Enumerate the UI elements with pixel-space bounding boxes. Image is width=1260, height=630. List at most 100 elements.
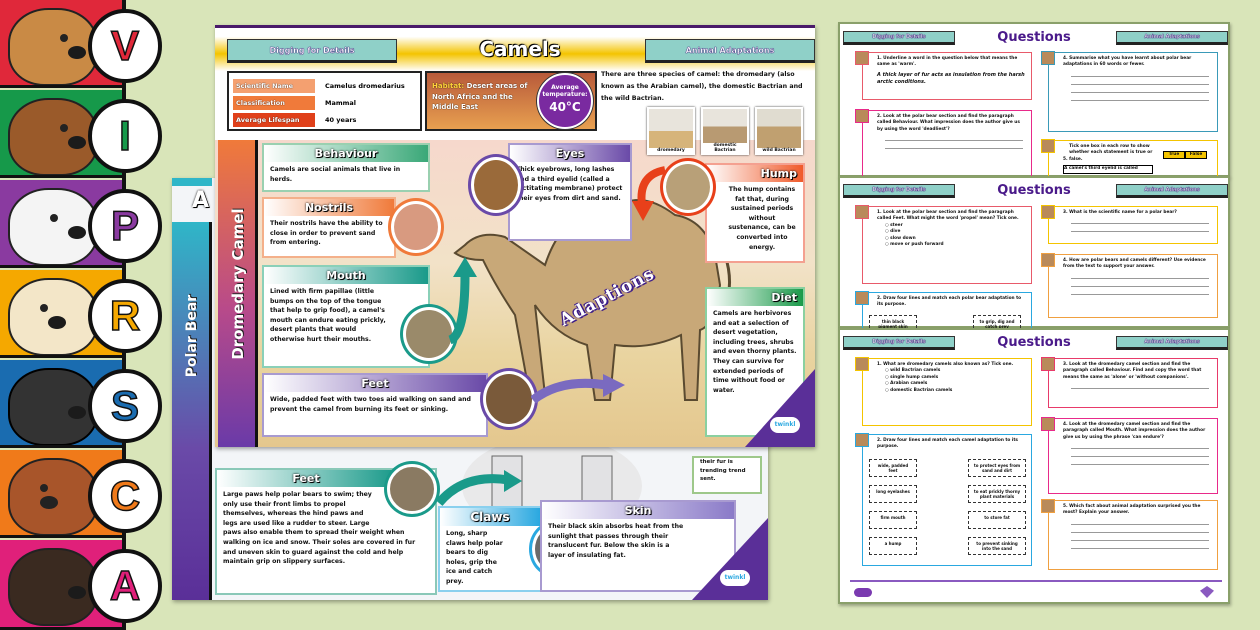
behaviour-text: Camels are social animals that live in h… bbox=[270, 166, 401, 183]
question-sheet-2: Digging for Details Questions Animal Ada… bbox=[838, 176, 1230, 333]
camel-photo: dromedary bbox=[647, 107, 695, 155]
question-sheet-3: Digging for Details Questions Animal Ada… bbox=[838, 328, 1230, 604]
feet-text: Wide, padded feet with two toes aid walk… bbox=[270, 396, 471, 413]
vipers-letter: V bbox=[88, 9, 162, 83]
vipers-letter: S bbox=[88, 369, 162, 443]
hump-text: The hump contains fat that, during susta… bbox=[728, 186, 796, 251]
vipers-letter: I bbox=[88, 99, 162, 173]
option[interactable]: dive bbox=[885, 229, 1027, 235]
question-2: 2. Draw four lines and match each polar … bbox=[855, 291, 1032, 333]
match-box: to protect eyes from sand and dirt bbox=[968, 459, 1026, 477]
option[interactable]: Arabian camels bbox=[885, 381, 1027, 387]
option[interactable]: steer bbox=[885, 223, 1027, 229]
digging-for-details-tab: Digging for Details bbox=[843, 31, 955, 45]
polar-side-title: Polar Bear bbox=[184, 294, 200, 378]
match-box: a hump bbox=[869, 537, 917, 555]
behaviour-heading: Behaviour bbox=[264, 145, 428, 162]
polar-claws-box: Claws Long, sharp claws help polar bears… bbox=[438, 506, 542, 592]
hump-heading: Hump bbox=[707, 165, 803, 182]
feet-heading: Feet bbox=[217, 470, 395, 487]
question-5: 5. Tick one box in each row to show whet… bbox=[1041, 139, 1218, 178]
match-box: firm mouth bbox=[869, 511, 917, 529]
fact-label: Scientific Name bbox=[233, 78, 315, 93]
option[interactable]: move or push forward bbox=[885, 242, 1027, 248]
match-box: long eyelashes bbox=[869, 485, 917, 503]
nostrils-photo bbox=[391, 201, 441, 253]
question-4: 4. Summarise what you have learnt about … bbox=[1041, 51, 1218, 132]
hump-box: Hump The hump contains fat that, during … bbox=[705, 163, 805, 263]
dog-illustration bbox=[8, 548, 98, 626]
photo-caption: domestic Bactrian bbox=[703, 143, 747, 153]
question-1: 1. Look at the polar bear section and fi… bbox=[855, 205, 1032, 284]
question-3: 3. What is the scientific name for a pol… bbox=[1041, 205, 1218, 244]
question-3: 3. Look at the dromedary camel section a… bbox=[1041, 357, 1218, 408]
habitat-label: Habitat: bbox=[432, 82, 465, 90]
eyes-box: Eyes Thick eyebrows, long lashes and a t… bbox=[508, 143, 632, 241]
match-box: to store fat bbox=[968, 511, 1026, 529]
eyes-text: Thick eyebrows, long lashes and a third … bbox=[516, 166, 623, 202]
option[interactable]: domestic Bactrian camels bbox=[885, 388, 1027, 394]
dog-illustration bbox=[8, 278, 98, 355]
question-1: 1. What are dromedary camels also known … bbox=[855, 357, 1032, 426]
polar-feet-box: Feet Large paws help polar bears to swim… bbox=[215, 468, 437, 595]
temp-label: Average temperature: bbox=[542, 84, 588, 98]
diet-heading: Diet bbox=[707, 289, 803, 306]
polar-header-strip bbox=[172, 178, 212, 186]
match-box: wide, padded feet bbox=[869, 459, 917, 477]
match-box: to prevent sinking into the sand bbox=[968, 537, 1026, 555]
mouth-box: Mouth Lined with firm papillae (little b… bbox=[262, 265, 430, 368]
feet-box: Feet Wide, padded feet with two toes aid… bbox=[262, 373, 488, 437]
dog-illustration bbox=[8, 98, 98, 175]
camel-intro: There are three species of camel: the dr… bbox=[601, 71, 803, 102]
option[interactable]: slow down bbox=[885, 236, 1027, 242]
teal-arrow-icon bbox=[447, 257, 477, 345]
animal-adaptations-tab: Animal Adaptations bbox=[1116, 184, 1228, 198]
eyes-photo bbox=[471, 157, 521, 213]
true-column: True bbox=[1163, 151, 1185, 160]
eyes-heading: Eyes bbox=[510, 145, 630, 162]
claws-text: Long, sharp claws help polar bears to di… bbox=[446, 530, 503, 586]
camel-side-bar: Dromedary Camel bbox=[218, 140, 258, 447]
option[interactable]: single hump camels bbox=[885, 375, 1027, 381]
option[interactable]: wild Bactrian camels bbox=[885, 368, 1027, 374]
question-4: 4. How are polar bears and camels differ… bbox=[1041, 253, 1218, 318]
claws-heading: Claws bbox=[440, 508, 540, 526]
polar-skin-box: Skin Their black skin absorbs heat from … bbox=[540, 500, 736, 592]
fact-value: 40 years bbox=[325, 115, 357, 124]
feet-text: Large paws help polar bears to swim; the… bbox=[223, 491, 416, 566]
polar-title: A bbox=[192, 188, 210, 213]
temperature-badge: Average temperature: 40°C bbox=[537, 73, 593, 129]
mouth-photo bbox=[403, 307, 455, 361]
nostrils-text: Their nostrils have the ability to close… bbox=[270, 220, 383, 247]
polar-partial-box: their fur is trending trend sent. bbox=[692, 456, 762, 494]
mouth-heading: Mouth bbox=[264, 267, 428, 284]
skin-text: Their black skin absorbs heat from the s… bbox=[548, 523, 684, 559]
paw-photo bbox=[387, 464, 437, 514]
habitat-text: Desert areas of North Africa and the Mid… bbox=[432, 82, 528, 111]
question-2: 2. Look at the polar bear section and fi… bbox=[855, 109, 1032, 178]
nostrils-heading: Nostrils bbox=[264, 199, 394, 216]
purple-arrow-icon bbox=[531, 374, 625, 404]
vipers-letter: P bbox=[88, 189, 162, 263]
corner-triangle bbox=[745, 369, 815, 447]
dog-illustration bbox=[8, 188, 98, 265]
animal-adaptations-tab: Animal Adaptations bbox=[1116, 336, 1228, 350]
twinkl-logo: twinkl bbox=[720, 570, 750, 586]
dog-illustration bbox=[8, 8, 98, 85]
fact-value: Mammal bbox=[325, 98, 357, 107]
hump-photo bbox=[663, 161, 713, 213]
dog-illustration bbox=[8, 458, 98, 535]
orange-arrow-icon bbox=[632, 166, 666, 221]
questions-title: Questions bbox=[997, 183, 1071, 198]
digging-for-details-tab: Digging for Details bbox=[843, 184, 955, 198]
fact-label: Average Lifespan bbox=[233, 112, 315, 127]
footer-badge-icon bbox=[1200, 586, 1214, 598]
habitat-box: Habitat: Desert areas of North Africa an… bbox=[425, 71, 597, 131]
temp-value: 40°C bbox=[549, 100, 581, 114]
fact-value: Camelus dromedarius bbox=[325, 81, 405, 90]
polar-side-bar: Polar Bear bbox=[172, 222, 212, 600]
question-sheet-1: Digging for Details Questions Animal Ada… bbox=[838, 22, 1230, 178]
twinkl-logo: twinkl bbox=[770, 417, 800, 433]
feet-heading: Feet bbox=[264, 375, 486, 392]
